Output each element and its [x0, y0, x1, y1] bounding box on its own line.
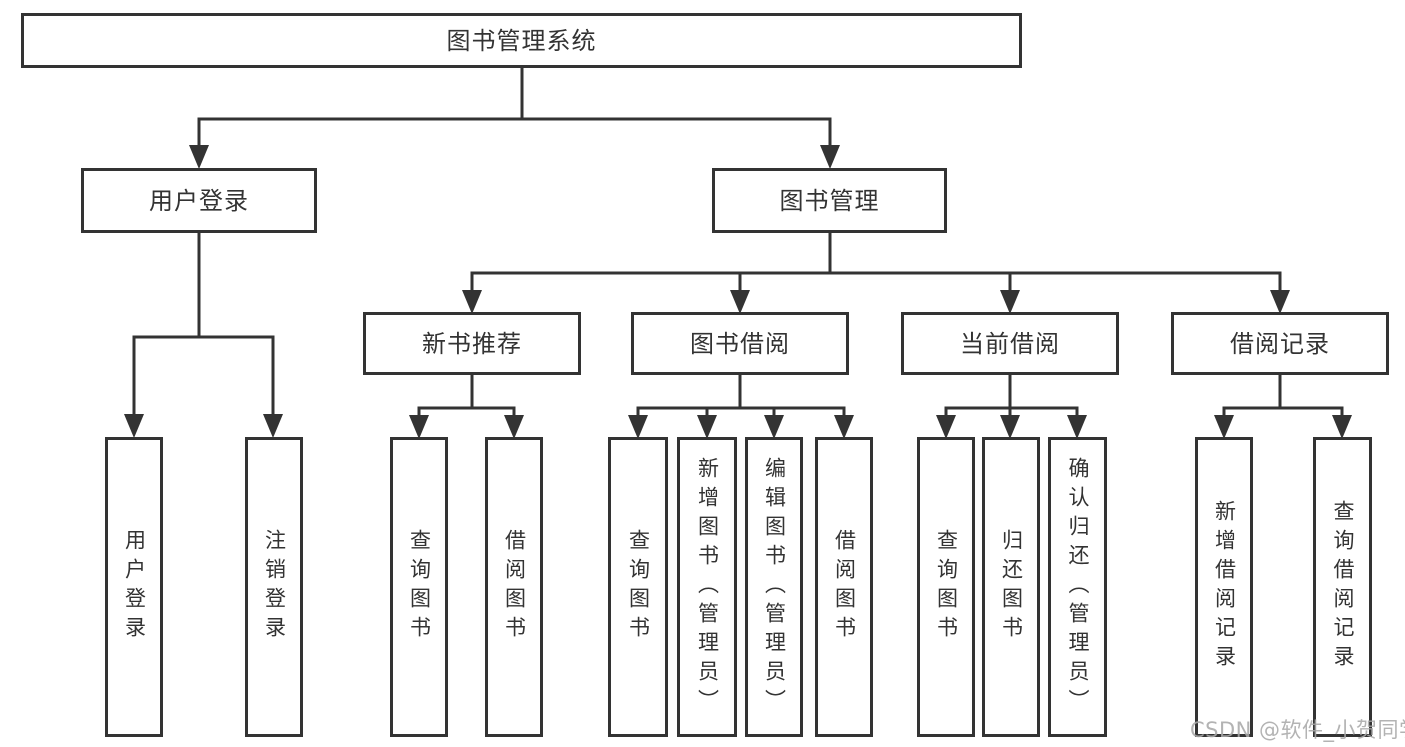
node-book-borrow: 图书借阅 [631, 312, 849, 375]
leaf-edit-book-admin: 编辑图书（管理员） [745, 437, 803, 737]
leaf-return-book: 归还图书 [982, 437, 1040, 737]
leaf-add-book-admin: 新增图书（管理员） [677, 437, 737, 737]
node-borrow-records: 借阅记录 [1171, 312, 1389, 375]
leaf-add-borrow-record: 新增借阅记录 [1195, 437, 1253, 737]
leaf-label: 注销登录 [262, 529, 287, 645]
leaf-label: 查询图书 [934, 529, 959, 645]
leaf-confirm-return-admin: 确认归还（管理员） [1048, 437, 1107, 737]
node-label: 借阅记录 [1230, 329, 1330, 358]
leaf-label: 借阅图书 [832, 529, 857, 645]
leaf-label: 用户登录 [122, 529, 147, 645]
leaf-label: 查询图书 [626, 529, 651, 645]
leaf-query-books-3: 查询图书 [917, 437, 975, 737]
leaf-label: 查询图书 [407, 529, 432, 645]
leaf-borrow-books-2: 借阅图书 [815, 437, 873, 737]
arrowheads [124, 145, 1352, 439]
leaf-logout: 注销登录 [245, 437, 303, 737]
node-current-borrow: 当前借阅 [901, 312, 1119, 375]
node-label: 新书推荐 [422, 329, 522, 358]
leaf-label: 查询借阅记录 [1331, 500, 1355, 674]
leaf-query-books-2: 查询图书 [608, 437, 668, 737]
leaf-label: 新增借阅记录 [1212, 500, 1237, 674]
node-label: 图书借阅 [690, 329, 790, 358]
leaf-label: 确认归还（管理员） [1066, 456, 1090, 718]
leaf-user-login: 用户登录 [105, 437, 163, 737]
leaf-label: 借阅图书 [502, 529, 527, 645]
leaf-query-books-1: 查询图书 [390, 437, 448, 737]
watermark: CSDN @软件_小贺同学 [1190, 718, 1405, 742]
node-label: 当前借阅 [960, 329, 1060, 358]
node-label: 图书管理系统 [446, 26, 597, 55]
leaf-label: 编辑图书（管理员） [762, 456, 787, 718]
node-library-management-system: 图书管理系统 [21, 13, 1022, 68]
node-user-login: 用户登录 [81, 168, 317, 233]
node-label: 用户登录 [149, 186, 249, 215]
leaf-borrow-books-1: 借阅图书 [485, 437, 543, 737]
node-label: 图书管理 [779, 186, 880, 215]
node-book-management: 图书管理 [712, 168, 947, 233]
leaf-query-borrow-record: 查询借阅记录 [1313, 437, 1372, 737]
leaf-label: 归还图书 [999, 529, 1024, 645]
leaf-label: 新增图书（管理员） [695, 456, 720, 718]
node-new-book-recommend: 新书推荐 [363, 312, 581, 375]
